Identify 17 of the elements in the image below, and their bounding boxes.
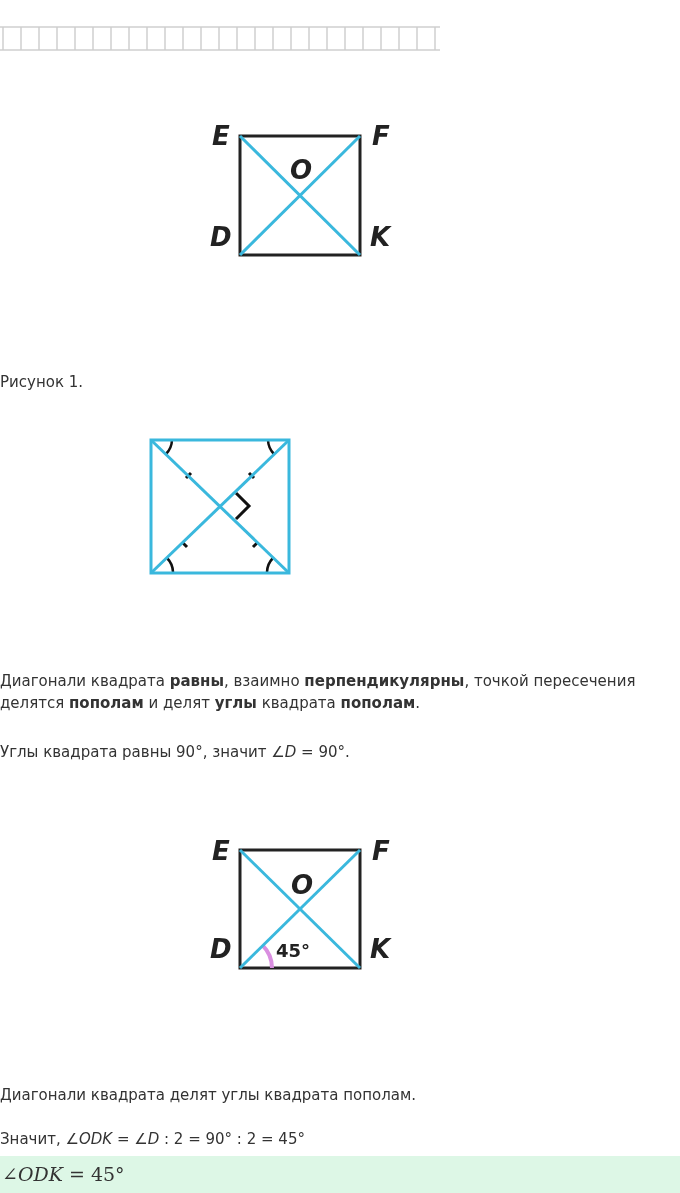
paragraph: Значит, ∠ODK = ∠D : 2 = 90° : 2 = 45° [0, 1129, 305, 1150]
vertex-label: O [290, 156, 313, 184]
vertex-label: E [212, 837, 230, 865]
paragraph: Диагонали квадрата равны, взаимно перпендикулярны, точкой пересечения делятся пополам и делят углы квадрата пополам. [0, 671, 637, 714]
vertex-label: D [210, 223, 232, 251]
vertex-label: O [291, 871, 314, 899]
paragraph: Углы квадрата равны 90°, значит ∠D = 90°. [0, 742, 350, 763]
angle-label: 45° [276, 940, 311, 962]
vertex-label: K [370, 223, 391, 251]
vertex-label: K [370, 935, 391, 963]
vertex-label: F [372, 122, 390, 150]
figure-caption: Рисунок 1. [0, 372, 84, 393]
paragraph: Диагонали квадрата делят углы квадрата пополам. [0, 1085, 417, 1106]
vertex-label: D [210, 935, 232, 963]
vertex-label: E [212, 122, 230, 150]
answer-band: ∠ODK = 45° [0, 1156, 680, 1193]
vertex-label: F [372, 837, 390, 865]
